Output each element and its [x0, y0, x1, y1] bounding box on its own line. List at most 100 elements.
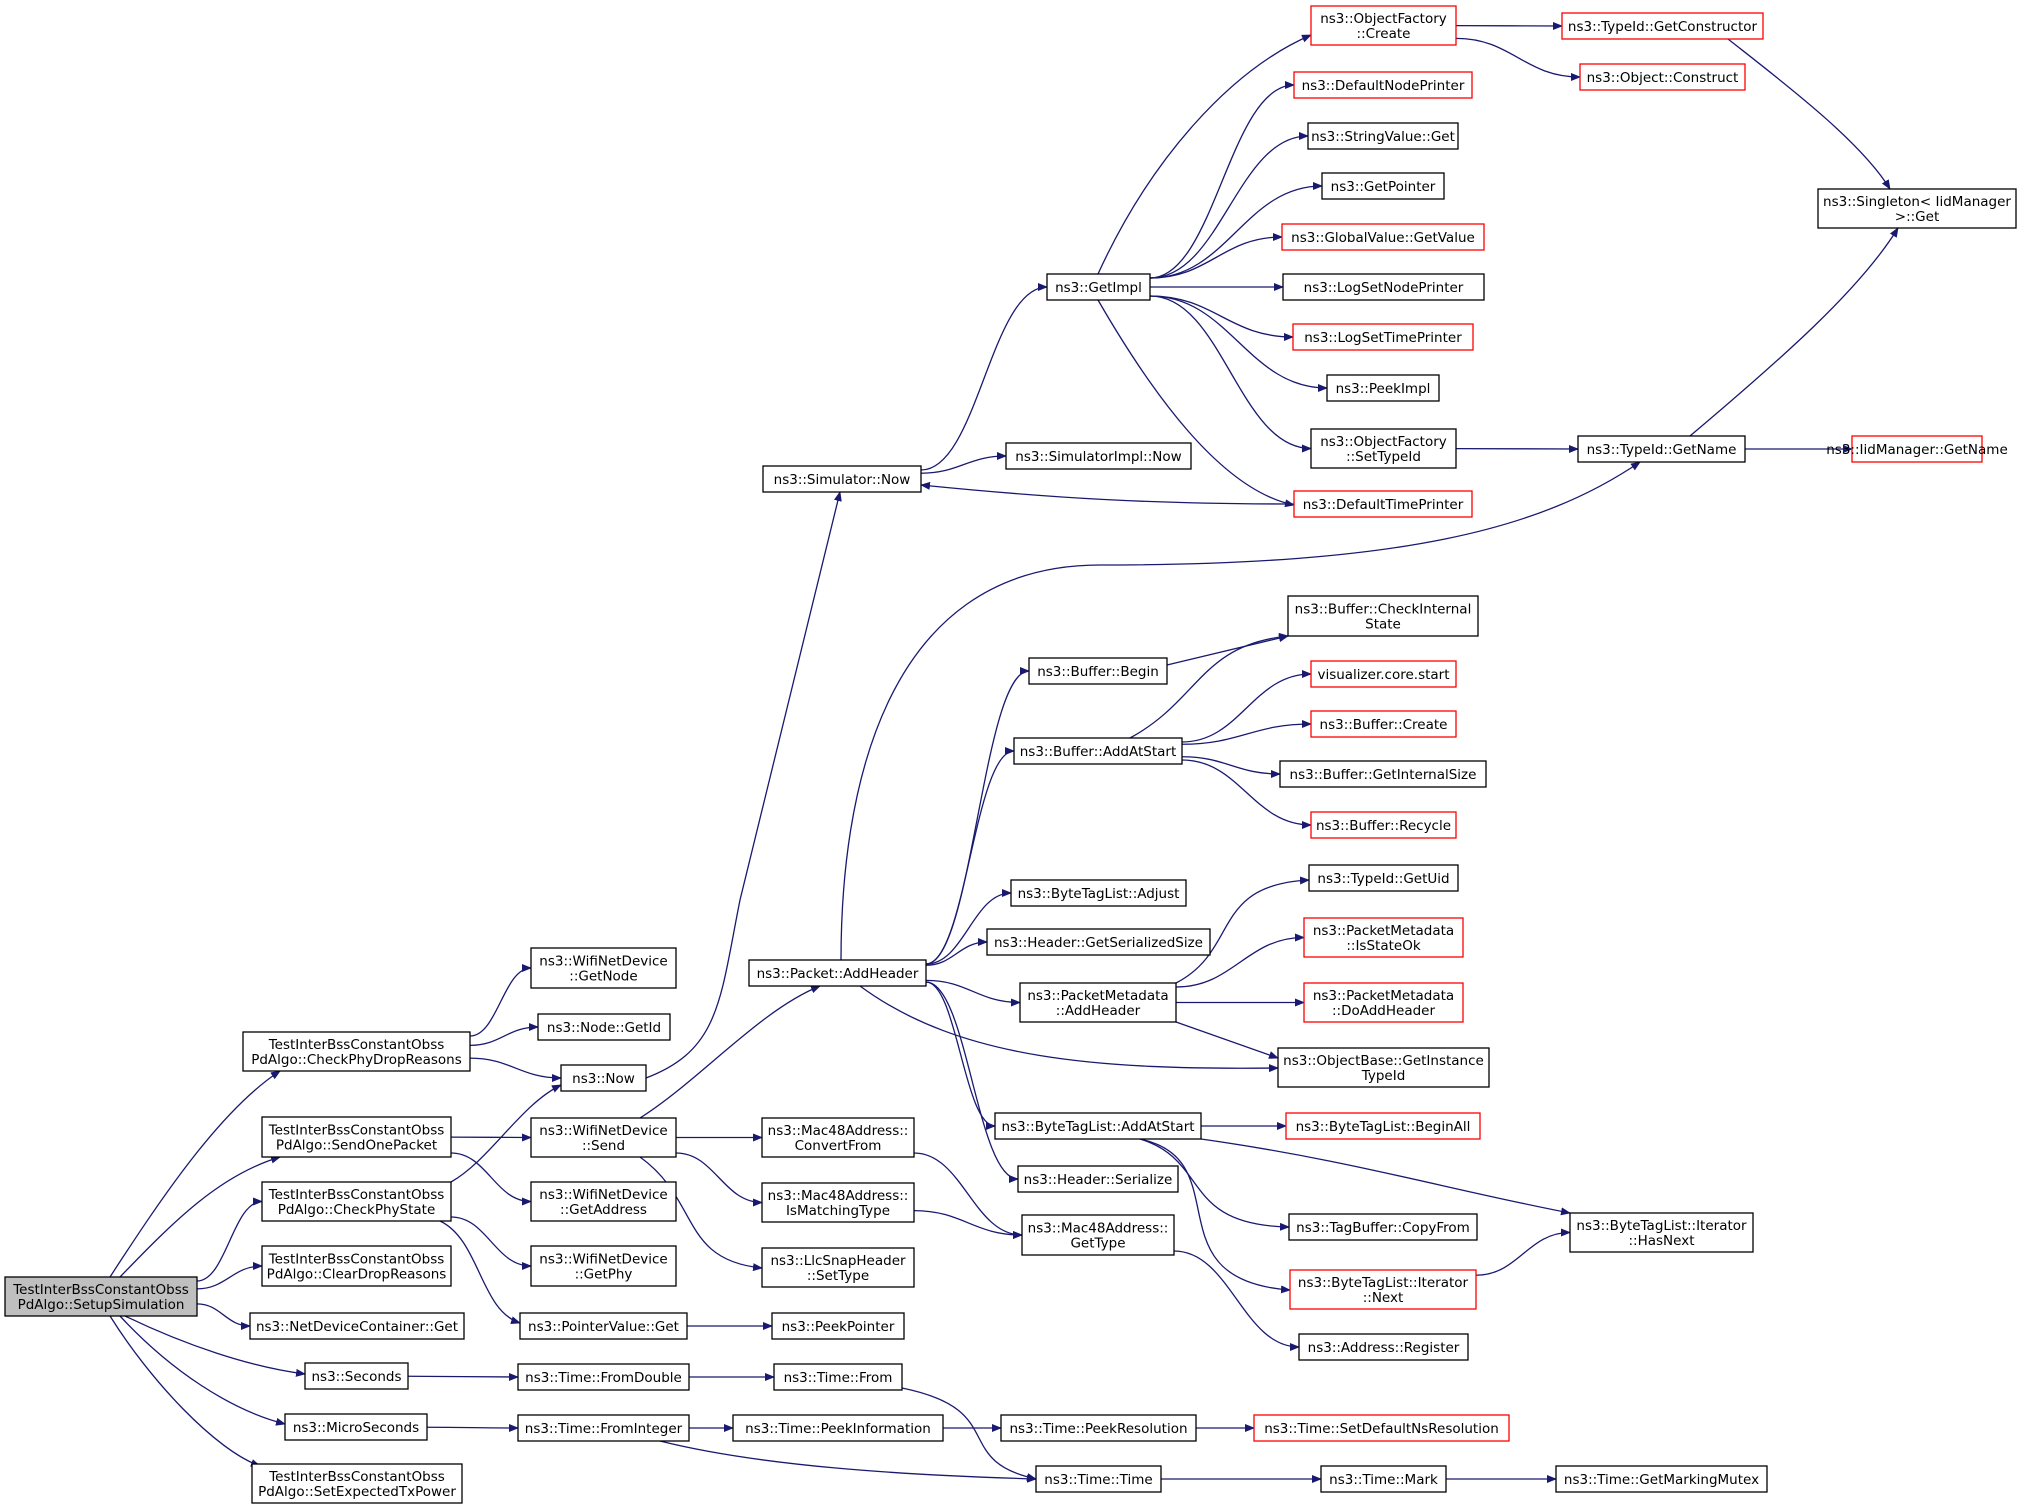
- node-bufRecycle[interactable]: ns3::Buffer::Recycle: [1310, 811, 1457, 839]
- node-label: ns3::StringValue::Get: [1311, 129, 1455, 145]
- node-fromDouble[interactable]: ns3::Time::FromDouble: [517, 1363, 690, 1391]
- node-btlIterHasNext[interactable]: ns3::ByteTagList::Iterator::HasNext: [1569, 1212, 1754, 1253]
- node-hdrSerialize[interactable]: ns3::Header::Serialize: [1017, 1165, 1179, 1193]
- node-seconds[interactable]: ns3::Seconds: [304, 1362, 409, 1390]
- node-label: ns3::PeekImpl: [1336, 381, 1431, 397]
- node-box: [530, 947, 677, 989]
- node-defTimePrinter[interactable]: ns3::DefaultTimePrinter: [1293, 490, 1473, 518]
- node-simImplNow[interactable]: ns3::SimulatorImpl::Now: [1005, 442, 1192, 470]
- node-pmAddHeader[interactable]: ns3::PacketMetadata::AddHeader: [1019, 982, 1177, 1023]
- node-llcSetType[interactable]: ns3::LlcSnapHeader::SetType: [761, 1247, 915, 1288]
- node-label: ns3::Packet::AddHeader: [757, 966, 919, 982]
- edge-ofCreate-to-objConstruct: [1455, 37, 1581, 81]
- node-box: [1035, 1465, 1162, 1493]
- node-logSetTimePrinter[interactable]: ns3::LogSetTimePrinter: [1292, 323, 1474, 351]
- node-macGetType[interactable]: ns3::Mac48Address::GetType: [1021, 1214, 1175, 1256]
- node-checkPhyState[interactable]: TestInterBssConstantObssPdAlgo::CheckPhy…: [261, 1181, 452, 1222]
- node-pmDoAddHeader[interactable]: ns3::PacketMetadata::DoAddHeader: [1303, 982, 1464, 1023]
- node-getMarkingMutex[interactable]: ns3::Time::GetMarkingMutex: [1555, 1465, 1768, 1493]
- edge-checkPhyDrop-to-wndGetNode: [469, 964, 532, 1037]
- node-ofCreate[interactable]: ns3::ObjectFactory::Create: [1310, 5, 1457, 46]
- node-wndGetPhy[interactable]: ns3::WifiNetDevice::GetPhy: [530, 1245, 677, 1287]
- node-peekImpl[interactable]: ns3::PeekImpl: [1326, 374, 1440, 402]
- node-label: ns3::MicroSeconds: [293, 1420, 419, 1436]
- node-getImpl[interactable]: ns3::GetImpl: [1046, 273, 1151, 301]
- node-now[interactable]: ns3::Now: [560, 1064, 647, 1092]
- edge-bufBegin-to-bufCheckInternal: [1166, 634, 1289, 666]
- node-timeTime[interactable]: ns3::Time::Time: [1035, 1465, 1162, 1493]
- node-hdrGetSerSize[interactable]: ns3::Header::GetSerializedSize: [986, 928, 1211, 956]
- node-btlAdjust[interactable]: ns3::ByteTagList::Adjust: [1010, 879, 1187, 907]
- edge-fromInteger-to-timeTime: [659, 1440, 1037, 1483]
- node-nodeGetId[interactable]: ns3::Node::GetId: [537, 1013, 671, 1041]
- node-timeMark[interactable]: ns3::Time::Mark: [1320, 1465, 1447, 1493]
- node-btlAddAtStart[interactable]: ns3::ByteTagList::AddAtStart: [994, 1112, 1202, 1140]
- node-btlBeginAll[interactable]: ns3::ByteTagList::BeginAll: [1285, 1112, 1481, 1140]
- node-bufAddAtStart[interactable]: ns3::Buffer::AddAtStart: [1013, 737, 1183, 765]
- edge-getImpl-to-ofCreate: [1097, 34, 1312, 275]
- node-box: [762, 465, 922, 493]
- node-box: [1289, 1269, 1477, 1310]
- node-pvGet[interactable]: ns3::PointerValue::Get: [519, 1312, 688, 1340]
- node-singletonGet[interactable]: ns3::Singleton< IidManager >::Get: [1817, 188, 2017, 229]
- edge-pmAddHeader-to-pmIsStateOk: [1175, 933, 1305, 988]
- node-getPointer[interactable]: ns3::GetPointer: [1321, 172, 1445, 200]
- node-pmIsStateOk[interactable]: ns3::PacketMetadata::IsStateOk: [1303, 917, 1464, 958]
- edge-checkPhyState-to-now: [450, 1084, 562, 1183]
- node-label: ns3::Time::FromInteger: [525, 1421, 683, 1437]
- node-tbCopyFrom[interactable]: ns3::TagBuffer::CopyFrom: [1288, 1213, 1478, 1241]
- node-logSetNodePrinter[interactable]: ns3::LogSetNodePrinter: [1282, 273, 1485, 301]
- node-setDefNsRes[interactable]: ns3::Time::SetDefaultNsResolution: [1253, 1414, 1510, 1442]
- node-macConvertFrom[interactable]: ns3::Mac48Address::ConvertFrom: [761, 1117, 915, 1158]
- edge-bufAddAtStart-to-bufGetInternalSize: [1181, 756, 1281, 778]
- node-bufGetInternalSize[interactable]: ns3::Buffer::GetInternalSize: [1279, 760, 1487, 788]
- edge-root-to-checkPhyState: [196, 1197, 263, 1282]
- node-checkPhyDrop[interactable]: TestInterBssConstantObssPdAlgo::CheckPhy…: [242, 1031, 471, 1072]
- node-bufBegin[interactable]: ns3::Buffer::Begin: [1028, 657, 1168, 685]
- node-root[interactable]: TestInterBssConstantObssPdAlgo::SetupSim…: [4, 1276, 198, 1317]
- node-clearDrop[interactable]: TestInterBssConstantObssPdAlgo::ClearDro…: [261, 1245, 452, 1287]
- node-box: [1851, 435, 1983, 463]
- node-sendOnePacket[interactable]: TestInterBssConstantObssPdAlgo::SendOneP…: [261, 1116, 452, 1158]
- node-box: [1308, 864, 1459, 892]
- node-microSeconds[interactable]: ns3::MicroSeconds: [284, 1413, 428, 1441]
- node-ndcGet[interactable]: ns3::NetDeviceContainer::Get: [249, 1312, 465, 1340]
- node-pktAddHeader[interactable]: ns3::Packet::AddHeader: [748, 959, 927, 987]
- edge-checkPhyDrop-to-now: [469, 1057, 562, 1082]
- node-btlIterNext[interactable]: ns3::ByteTagList::Iterator::Next: [1289, 1269, 1477, 1310]
- node-wndSend[interactable]: ns3::WifiNetDevice::Send: [530, 1117, 677, 1158]
- node-peekInfo[interactable]: ns3::Time::PeekInformation: [732, 1414, 944, 1442]
- node-peekPointer[interactable]: ns3::PeekPointer: [771, 1312, 905, 1340]
- node-ofSetTypeId[interactable]: ns3::ObjectFactory::SetTypeId: [1310, 428, 1457, 469]
- node-defNodePrinter[interactable]: ns3::DefaultNodePrinter: [1293, 71, 1473, 99]
- node-macIsMatching[interactable]: ns3::Mac48Address::IsMatchingType: [761, 1182, 915, 1223]
- node-bufCreate[interactable]: ns3::Buffer::Create: [1310, 710, 1457, 738]
- node-iidGetName[interactable]: ns3::IidManager::GetName: [1826, 435, 2008, 463]
- node-fromInteger[interactable]: ns3::Time::FromInteger: [517, 1414, 690, 1442]
- node-tidGetName[interactable]: ns3::TypeId::GetName: [1577, 435, 1746, 463]
- node-wndGetNode[interactable]: ns3::WifiNetDevice::GetNode: [530, 947, 677, 989]
- node-setExpectedTx[interactable]: TestInterBssConstantObssPdAlgo::SetExpec…: [251, 1463, 463, 1504]
- node-tidGetUid[interactable]: ns3::TypeId::GetUid: [1308, 864, 1459, 892]
- node-tidGetConstructor[interactable]: ns3::TypeId::GetConstructor: [1561, 12, 1764, 40]
- node-peekResolution[interactable]: ns3::Time::PeekResolution: [1000, 1414, 1197, 1442]
- node-box: [1310, 811, 1457, 839]
- node-gvGetValue[interactable]: ns3::GlobalValue::GetValue: [1281, 223, 1485, 251]
- node-label: ns3::Now: [572, 1071, 635, 1087]
- node-wndGetAddress[interactable]: ns3::WifiNetDevice::GetAddress: [530, 1181, 677, 1222]
- edge-getImpl-to-gvGetValue: [1149, 233, 1283, 279]
- node-label: TestInterBssConstantObss: [268, 1252, 445, 1268]
- node-label: ns3::DefaultTimePrinter: [1303, 497, 1464, 513]
- node-box: [1310, 5, 1457, 46]
- node-simNow[interactable]: ns3::Simulator::Now: [762, 465, 922, 493]
- node-timeFrom[interactable]: ns3::Time::From: [773, 1363, 903, 1391]
- edge-tidGetConstructor-to-singletonGet: [1727, 38, 1891, 190]
- node-addrRegister[interactable]: ns3::Address::Register: [1298, 1333, 1469, 1361]
- node-svGet[interactable]: ns3::StringValue::Get: [1307, 122, 1459, 150]
- node-vizStart[interactable]: visualizer.core.start: [1310, 660, 1457, 688]
- node-objConstruct[interactable]: ns3::Object::Construct: [1579, 63, 1746, 91]
- edge-pktAddHeader-to-pmAddHeader: [925, 979, 1021, 1007]
- node-label: PdAlgo::SendOnePacket: [276, 1138, 437, 1154]
